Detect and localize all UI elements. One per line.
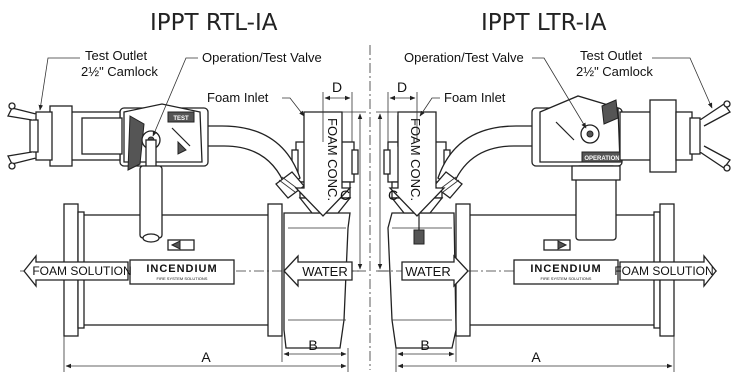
right-assembly: OPERATION INCENDIUM FIRE SYSTEM SOLUTION… — [376, 48, 731, 372]
right-foam-solution-arrow — [619, 254, 717, 288]
right-foam-solution-label: FOAM SOLUTION — [614, 264, 713, 278]
left-dim-b-label: B — [308, 337, 317, 353]
left-camlock-label: 2½" Camlock — [81, 64, 158, 79]
right-water-arrow — [401, 254, 469, 288]
left-valve-leader — [152, 57, 198, 137]
left-foam-inlet-label: Foam Inlet — [207, 90, 269, 105]
left-dim-d-label: D — [332, 79, 342, 95]
left-water-label: WATER — [302, 264, 348, 279]
right-dim-c-label: C — [388, 187, 398, 203]
left-foam-solution-arrow — [23, 254, 129, 288]
left-operation-plate — [127, 115, 145, 171]
title-left: IPPT RTL-IA — [150, 10, 278, 36]
left-dim-c-label: C — [340, 187, 350, 203]
right-dim-d-label: D — [397, 79, 407, 95]
right-logo-name: INCENDIUM — [530, 263, 601, 275]
left-logo-tagline: FIRE SYSTEM SOLUTIONS — [157, 276, 208, 281]
right-test-outlet-coupling — [619, 111, 653, 161]
right-operation-plate-text: OPERATION — [584, 156, 619, 162]
right-foam-inlet-label: Foam Inlet — [444, 90, 506, 105]
right-camlock-arm-top — [699, 103, 731, 127]
right-gauge — [413, 229, 425, 245]
left-foam-solution-label: FOAM SOLUTION — [32, 264, 131, 278]
left-camlock-arm-bottom — [7, 151, 37, 165]
right-foam-conc-label: FOAM CONC. — [408, 118, 423, 201]
left-logo-plate — [129, 259, 235, 285]
right-camlock-label: 2½" Camlock — [576, 64, 653, 79]
title-right: IPPT LTR-IA — [481, 10, 607, 36]
left-valve-label: Operation/Test Valve — [202, 50, 322, 65]
left-valve-stem — [139, 165, 163, 239]
left-camlock-arm-top — [7, 107, 37, 121]
left-logo-name: INCENDIUM — [146, 263, 217, 275]
left-flange-right — [267, 203, 283, 337]
right-foam-conc-arrow — [388, 111, 446, 217]
left-assembly: TEST INCENDIUM FIRE SYSTEM SOLUT — [7, 48, 366, 372]
right-valve-label: Operation/Test Valve — [404, 50, 524, 65]
right-valve-leader — [532, 57, 587, 129]
right-foam-inlet-leader — [419, 97, 440, 117]
left-foam-conc-arrow — [294, 111, 352, 217]
left-foam-inlet-leader — [282, 97, 305, 117]
right-logo-plate — [513, 259, 619, 285]
right-camlock-arm-bottom — [699, 145, 731, 169]
right-test-outlet-leader — [652, 57, 713, 109]
right-logo-tagline: FIRE SYSTEM SOLUTIONS — [541, 276, 592, 281]
left-dim-a-label: A — [201, 349, 211, 365]
left-test-outlet-label: Test Outlet — [85, 48, 148, 63]
right-test-outlet-label: Test Outlet — [580, 48, 643, 63]
right-dim-b-label: B — [420, 337, 429, 353]
right-water-label: WATER — [405, 264, 451, 279]
right-dim-a-label: A — [531, 349, 541, 365]
left-test-plate-text: TEST — [173, 116, 189, 122]
left-test-outlet-leader — [38, 57, 80, 111]
left-foam-conc-label: FOAM CONC. — [325, 118, 340, 201]
